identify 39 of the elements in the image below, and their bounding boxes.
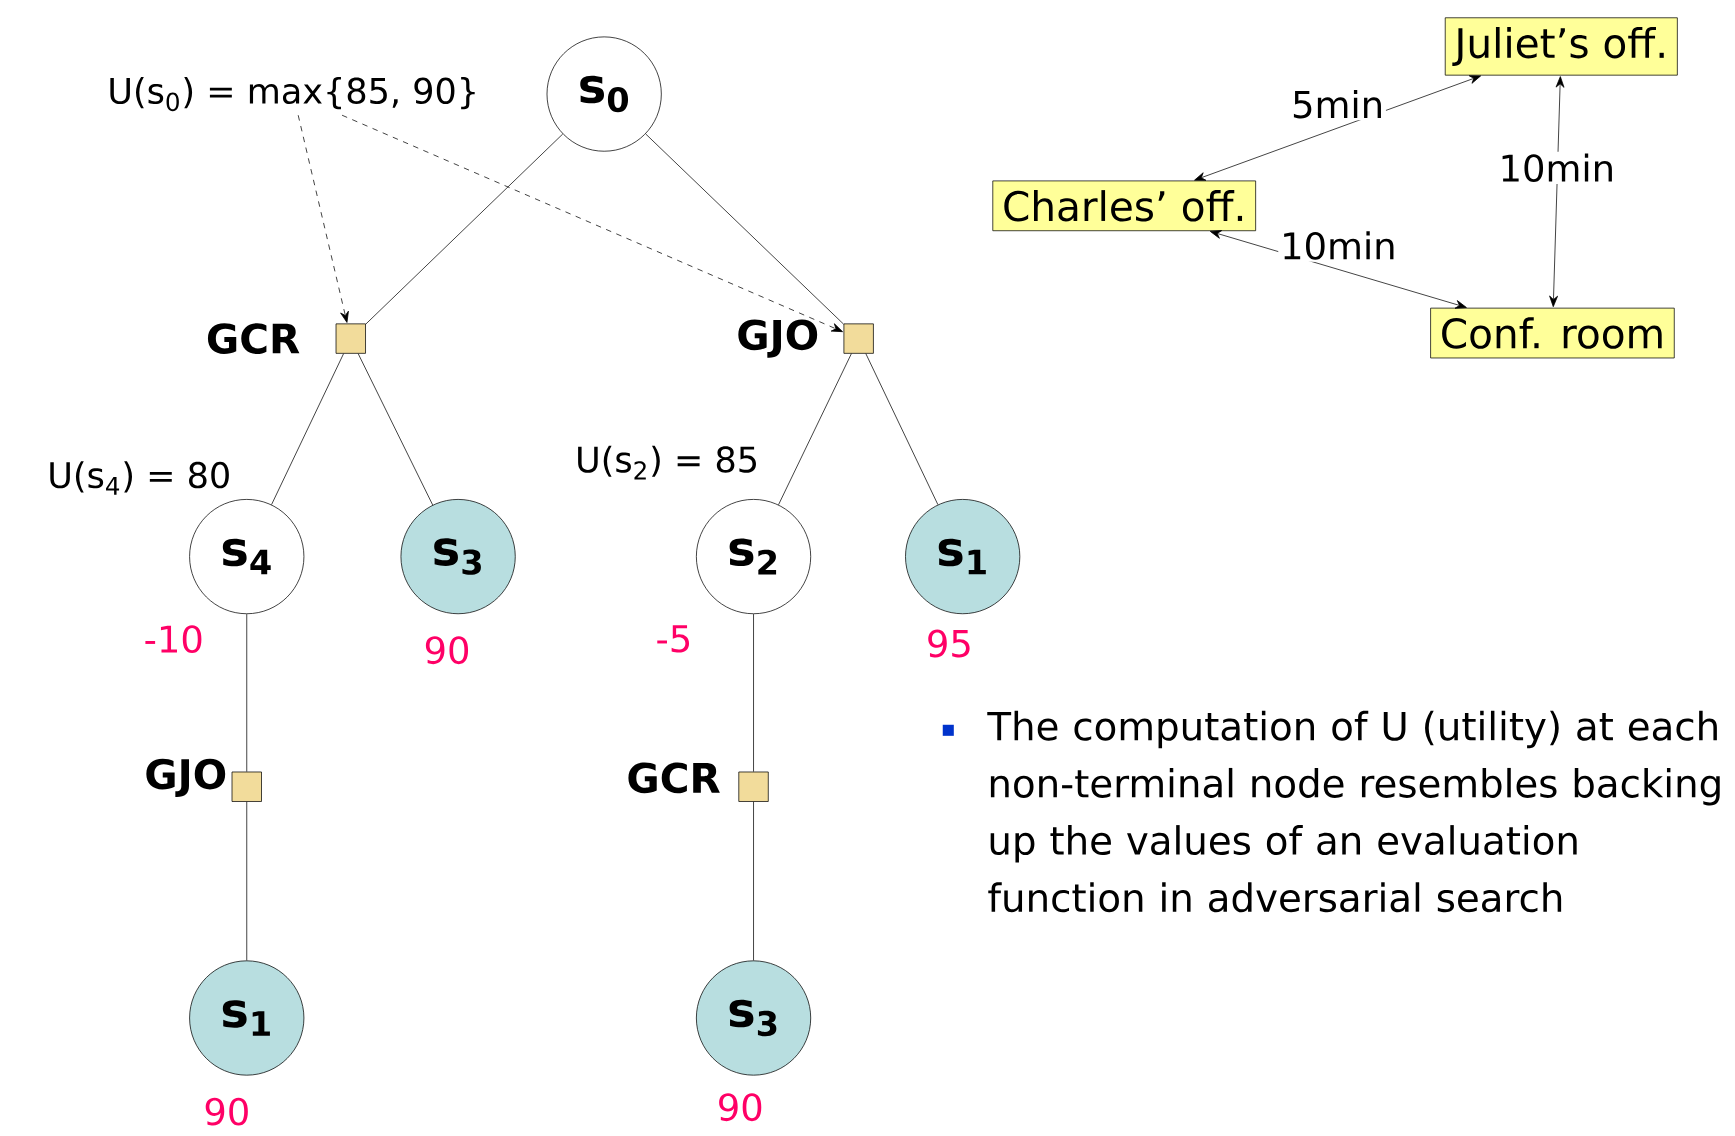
tree-edge <box>753 801 754 961</box>
decision-square <box>738 771 769 802</box>
action-label: GJO <box>146 758 226 797</box>
arrow <box>1194 75 1481 181</box>
location-box: Conf. room <box>1430 307 1675 359</box>
utility-value: 95 <box>928 629 970 658</box>
edge-label: 5min <box>1289 87 1386 121</box>
edge-label: 10min <box>1278 229 1399 262</box>
tree-edge <box>271 353 344 505</box>
utility-value: -5 <box>657 625 690 653</box>
tree-edge <box>753 613 754 772</box>
tree-edge <box>645 133 844 325</box>
tree-edge <box>246 613 248 772</box>
arrow <box>1549 76 1565 307</box>
utility-formula: U(s$_{0}$) = max{85, 90} <box>110 76 475 111</box>
bullet-text: The computation of U (utility) at each non-terminal node resembles backing up the values of an evaluation function in adversarial search <box>987 710 1720 913</box>
leader-arrow <box>341 114 843 332</box>
tree-edge <box>246 801 248 961</box>
utility-formula: U(s$_{2}$) = 85 <box>578 445 756 480</box>
tree-edge <box>365 133 564 325</box>
utility-value: 90 <box>205 1097 248 1126</box>
action-label: GJO <box>738 319 818 358</box>
tree-edge <box>865 353 939 505</box>
edge-label: 10min <box>1496 151 1617 184</box>
decision-square <box>231 771 262 802</box>
leader-arrow <box>297 114 349 323</box>
tree-edge <box>778 353 852 505</box>
utility-value: 90 <box>719 1093 762 1121</box>
action-label: GCR <box>628 762 720 794</box>
action-label: GCR <box>207 323 300 354</box>
utility-value: -10 <box>145 625 202 653</box>
utility-value: 90 <box>425 636 469 664</box>
decision-square <box>843 323 874 354</box>
tree-edge <box>357 353 434 506</box>
decision-square <box>335 323 366 354</box>
arrow <box>1209 230 1467 309</box>
location-box: Juliet’s off. <box>1444 17 1678 76</box>
location-box: Charles’ off. <box>992 180 1256 231</box>
utility-formula: U(s$_{4}$) = 80 <box>50 461 229 495</box>
